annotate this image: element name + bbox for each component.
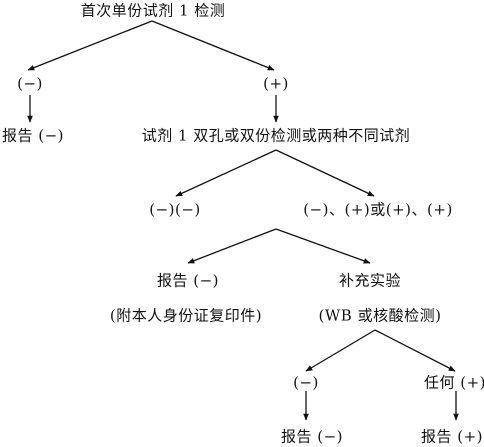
node-neg3: (−)	[293, 373, 319, 392]
node-supplement: 补充实验	[338, 271, 402, 290]
node-attach: (附本人身份证复印件)	[109, 306, 263, 325]
edge-retest-mixed	[275, 149, 375, 197]
node-negneg: (−)(−)	[149, 200, 201, 219]
node-report-neg3: 报告 (−)	[280, 427, 344, 446]
node-report-neg1: 报告 (−)	[1, 126, 65, 145]
node-pos1: (+)	[263, 74, 289, 93]
edge-mixed-supplement	[275, 228, 371, 264]
edge-root-neg1	[27, 20, 153, 71]
node-anypos: 任何 (+)	[423, 373, 484, 392]
edge-supplement-anypos	[374, 329, 456, 372]
node-neg1: (−)	[17, 74, 43, 93]
node-supplement-detail: (WB 或核酸检测)	[318, 306, 442, 325]
node-report-pos: 报告 (+)	[420, 427, 484, 446]
node-retest: 试剂 1 双孔或双份检测或两种不同试剂	[141, 126, 411, 145]
edge-mixed-report	[187, 228, 277, 264]
edge-retest-negneg	[175, 149, 277, 197]
node-mixed: (−)、(+)或(+)、(+)	[303, 200, 453, 219]
edge-supplement-neg3	[305, 329, 376, 372]
node-report-neg2: 报告 (−)	[156, 271, 220, 290]
node-root: 首次单份试剂 1 检测	[80, 1, 226, 20]
edge-root-pos1	[151, 20, 275, 71]
